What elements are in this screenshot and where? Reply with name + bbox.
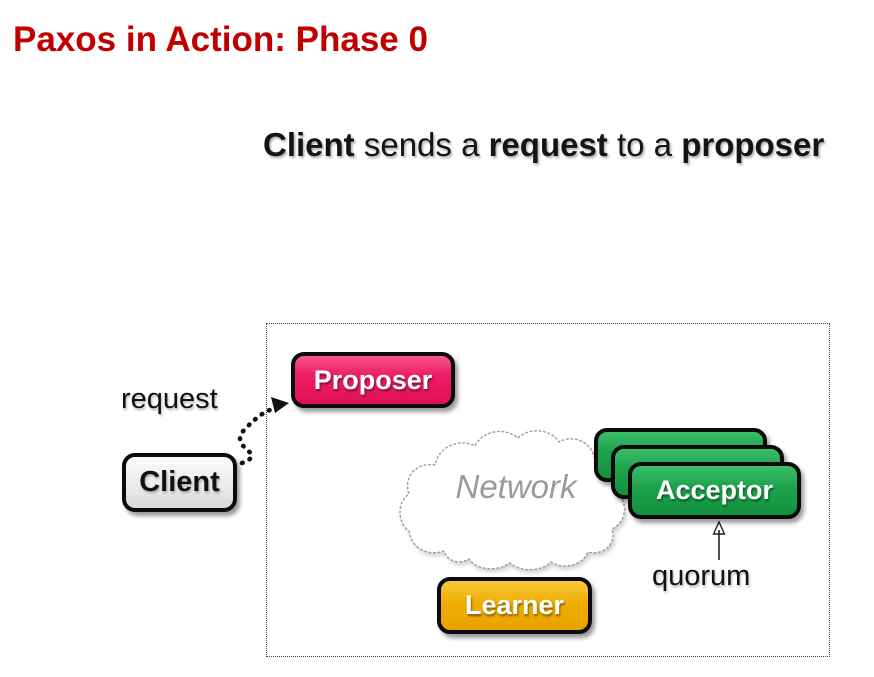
quorum-label: quorum [652, 560, 751, 592]
subtitle: Client sends a request to a proposer [263, 126, 824, 164]
system-boundary [266, 323, 830, 657]
subtitle-segment: request [488, 126, 608, 163]
client-node: Client [122, 453, 237, 512]
proposer-node: Proposer [291, 352, 455, 408]
subtitle-segment: proposer [681, 126, 825, 163]
subtitle-segment: sends a [354, 126, 489, 163]
proposer-label: Proposer [313, 364, 433, 395]
subtitle-segment: to a [607, 126, 682, 163]
client-label: Client [139, 466, 220, 498]
acceptor-node-front: Acceptor [628, 462, 801, 519]
learner-node: Learner [437, 577, 592, 634]
network-label: Network [455, 468, 577, 505]
learner-label: Learner [464, 590, 565, 620]
subtitle-segment: Client [263, 126, 355, 163]
request-label: request [121, 383, 218, 415]
acceptor-label: Acceptor [655, 475, 774, 505]
page-title: Paxos in Action: Phase 0 [13, 20, 428, 59]
